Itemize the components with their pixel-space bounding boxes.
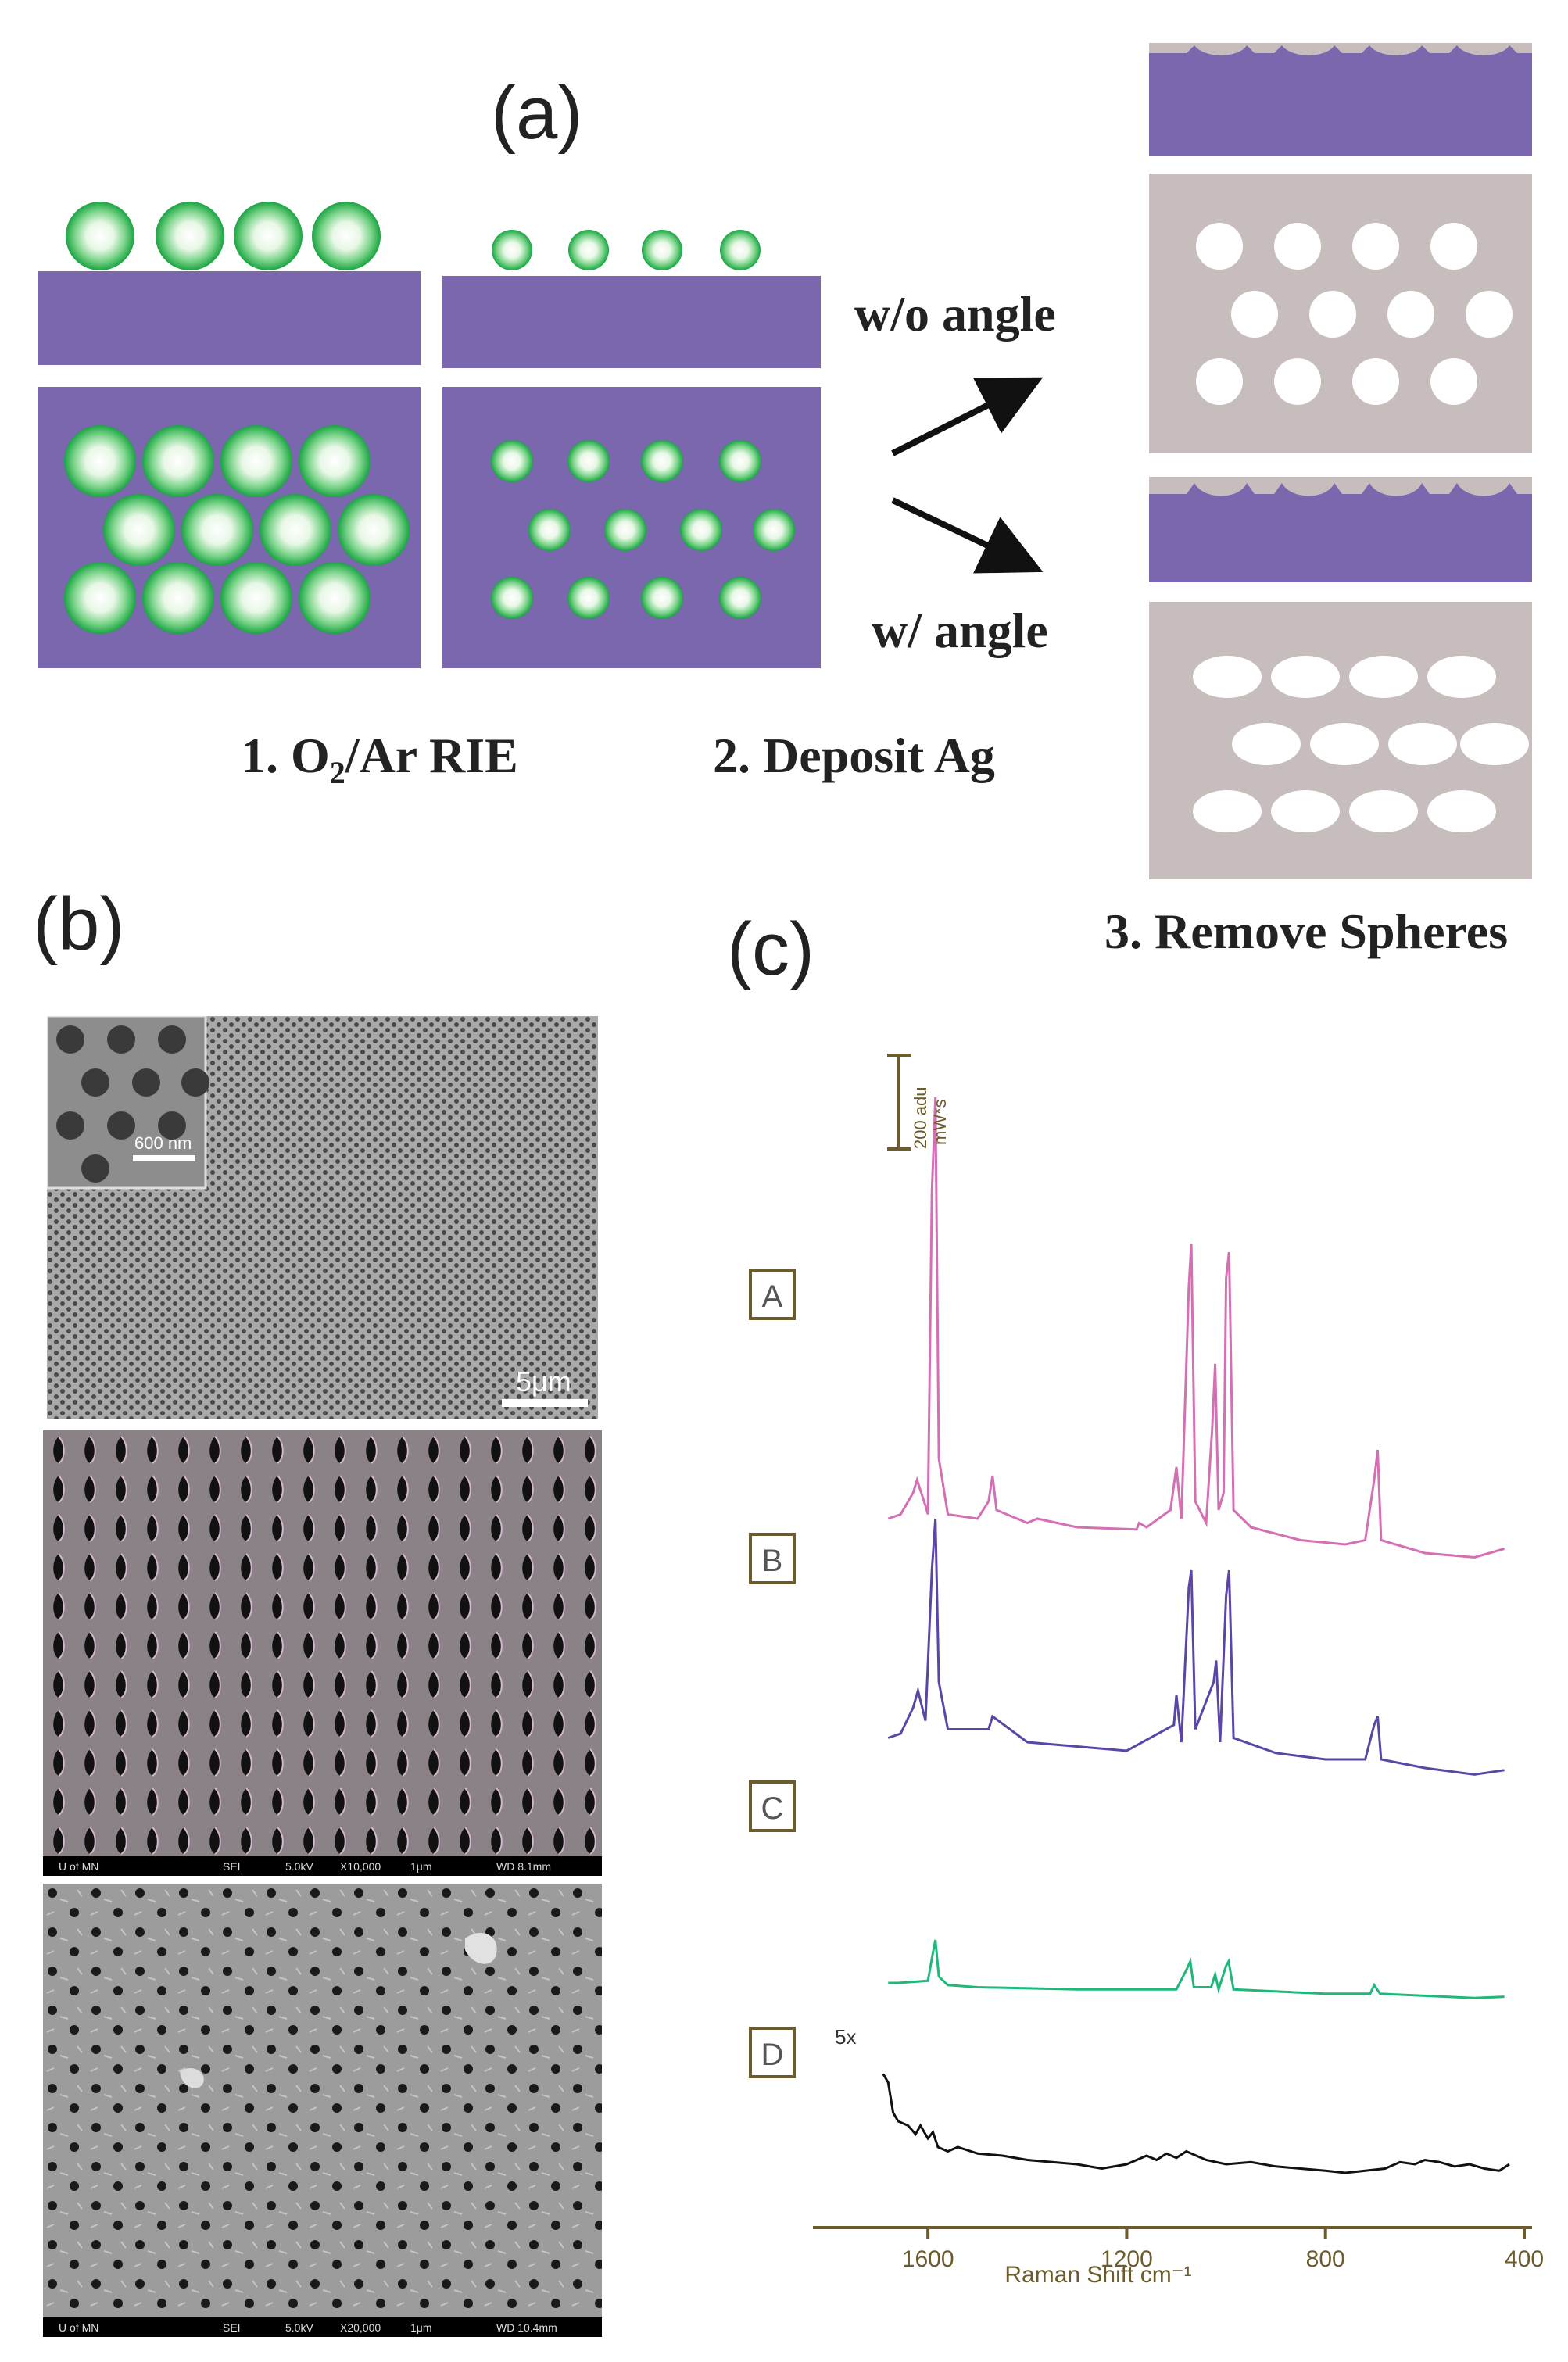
x-tick-label: 1200: [1101, 2246, 1153, 2272]
x-axis-label: Raman Shift cm⁻¹: [1004, 2262, 1191, 2288]
top-view-etched-spheres: [442, 387, 821, 668]
arrow-down: [891, 497, 1044, 574]
raman-spectra-chart: 200 adu mW*s A B C D 5x 1600 1200 800 400 R…: [749, 1054, 1544, 2288]
result-top-view-with-angle: [1149, 602, 1532, 879]
step-2-label: 2. Deposit Ag: [713, 728, 995, 783]
sem-middle-footer-3: X10,000: [340, 1860, 381, 1873]
panel-a-schematic: [38, 43, 1532, 879]
multiplier-label: 5x: [835, 2025, 856, 2049]
sem-bottom-footer-4: 1μm: [410, 2321, 432, 2334]
sphere: [568, 230, 609, 270]
trace-label-a: A: [749, 1269, 796, 1320]
sphere: [66, 202, 134, 270]
x-axis: 1600 1200 800 400: [813, 2226, 1544, 2272]
panel-c-label: (c): [727, 907, 814, 991]
sphere: [156, 202, 224, 270]
arrow-up: [891, 377, 1044, 456]
trace-label-b-text: B: [762, 1544, 783, 1578]
scale-bar-label: 200 adu: [911, 1086, 930, 1149]
scale-bar-unit: mW*s: [930, 1099, 950, 1145]
trace-label-c-text: C: [761, 1791, 784, 1826]
sphere: [234, 202, 303, 270]
spectrum-trace-1: [887, 1097, 1505, 1559]
spectrum-trace-3: [888, 1939, 1505, 1999]
step-3-label: 3. Remove Spheres: [1104, 904, 1509, 959]
sem-middle-footer-5: WD 8.1mm: [496, 1860, 551, 1873]
sem-image-middle: U of MN SEI 5.0kV X10,000 1μm WD 8.1mm: [43, 1430, 602, 1876]
intensity-scale-bar: 200 adu mW*s: [887, 1054, 950, 1151]
branch-label-with-angle: w/ angle: [872, 603, 1048, 658]
result-top-view-no-angle: [1149, 174, 1532, 453]
trace-label-c: C: [749, 1780, 796, 1832]
step-1-prefix: 1. O: [241, 728, 330, 783]
top-view-large-spheres: [38, 387, 421, 668]
sem-image-top: 600 nm 5μm: [47, 1016, 598, 1419]
panel-b-label: (b): [33, 882, 125, 966]
sem-middle-footer-2: 5.0kV: [285, 1860, 313, 1873]
trace-label-d-text: D: [761, 2038, 784, 2072]
sem-middle-footer-1: SEI: [223, 1860, 241, 1873]
side-view-substrate-etched-spheres: [442, 230, 821, 368]
step-1-subscript: 2: [329, 754, 345, 790]
sem-image-bottom: U of MN SEI 5.0kV X20,000 1μm WD 10.4mm: [43, 1884, 602, 2337]
sem-inset-scale-label: 600 nm: [134, 1133, 192, 1153]
sem-bottom-footer-5: WD 10.4mm: [496, 2321, 557, 2334]
result-side-view-no-angle: [1149, 43, 1532, 156]
step-1-label: 1. O2/Ar RIE: [241, 727, 518, 791]
sphere: [312, 202, 381, 270]
panel-a-label: (a): [491, 71, 583, 155]
step-1-suffix: /Ar RIE: [345, 728, 518, 783]
spectrum-trace-4: [882, 2073, 1510, 2174]
trace-label-a-text: A: [762, 1279, 783, 1314]
sem-top-scale-label: 5μm: [516, 1365, 571, 1398]
sem-bottom-footer-0: U of MN: [59, 2321, 98, 2334]
sphere: [492, 230, 532, 270]
x-tick-label: 400: [1505, 2246, 1544, 2272]
sem-middle-footer-0: U of MN: [59, 1860, 98, 1873]
side-view-substrate-large-spheres: [38, 202, 421, 365]
sem-middle-footer-4: 1μm: [410, 1860, 432, 1873]
spectrum-trace-2: [887, 1518, 1505, 1776]
sem-bottom-footer-3: X20,000: [340, 2321, 381, 2334]
sphere: [720, 230, 761, 270]
sem-bottom-footer-1: SEI: [223, 2321, 241, 2334]
x-tick-label: 800: [1306, 2246, 1345, 2272]
branch-label-no-angle: w/o angle: [854, 286, 1056, 342]
sphere: [642, 230, 682, 270]
trace-label-d: D: [749, 2027, 796, 2078]
x-tick-label: 1600: [902, 2246, 954, 2272]
trace-label-b: B: [749, 1533, 796, 1584]
sem-bottom-footer-2: 5.0kV: [285, 2321, 313, 2334]
result-side-view-with-angle: [1149, 477, 1532, 582]
